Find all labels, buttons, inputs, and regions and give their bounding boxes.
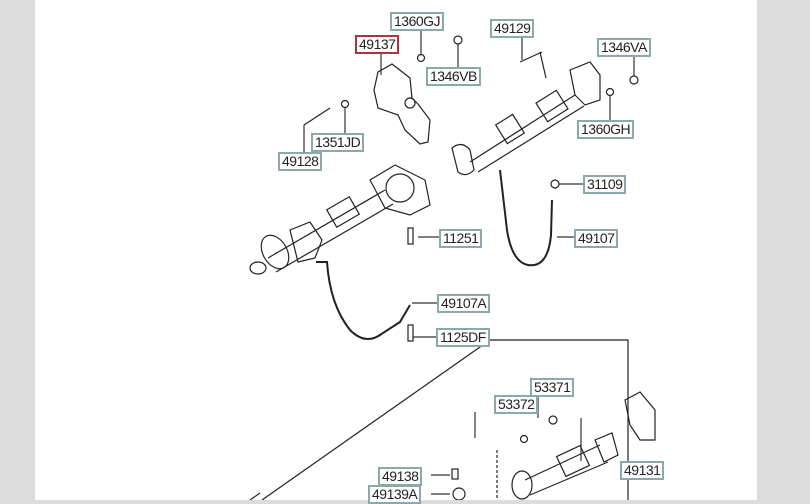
part-label-53371[interactable]: 53371 [530, 378, 575, 397]
strap-49107a [316, 261, 411, 340]
part-label-49138[interactable]: 49138 [378, 467, 423, 486]
part-label-11251[interactable]: 11251 [439, 229, 483, 248]
part-label-1346vb[interactable]: 1346VB [426, 67, 481, 86]
fasteners [303, 35, 639, 500]
center-bearing-bracket [373, 63, 431, 145]
lower-shaft [496, 391, 656, 500]
part-label-1360gh[interactable]: 1360GH [577, 120, 635, 139]
part-label-1346va[interactable]: 1346VA [597, 38, 651, 57]
part-label-49137[interactable]: 49137 [355, 35, 400, 54]
part-label-49128[interactable]: 49128 [278, 152, 323, 171]
part-label-1360gj[interactable]: 1360GJ [390, 12, 445, 31]
rear-propeller-shaft [249, 164, 431, 275]
subassembly-frame [249, 339, 629, 500]
part-label-31109[interactable]: 31109 [583, 175, 627, 194]
part-label-49129[interactable]: 49129 [490, 19, 535, 38]
front-propeller-shaft [451, 51, 601, 176]
part-label-49107a[interactable]: 49107A [437, 294, 491, 313]
leader-lines [303, 29, 635, 495]
part-label-1351jd[interactable]: 1351JD [311, 133, 365, 152]
strap-49107 [499, 169, 553, 267]
part-label-49139a[interactable]: 49139A [368, 485, 422, 504]
part-label-49131[interactable]: 49131 [620, 461, 665, 480]
part-label-49107[interactable]: 49107 [574, 229, 619, 248]
part-label-53372[interactable]: 53372 [494, 395, 539, 414]
part-label-1125df[interactable]: 1125DF [436, 328, 490, 347]
